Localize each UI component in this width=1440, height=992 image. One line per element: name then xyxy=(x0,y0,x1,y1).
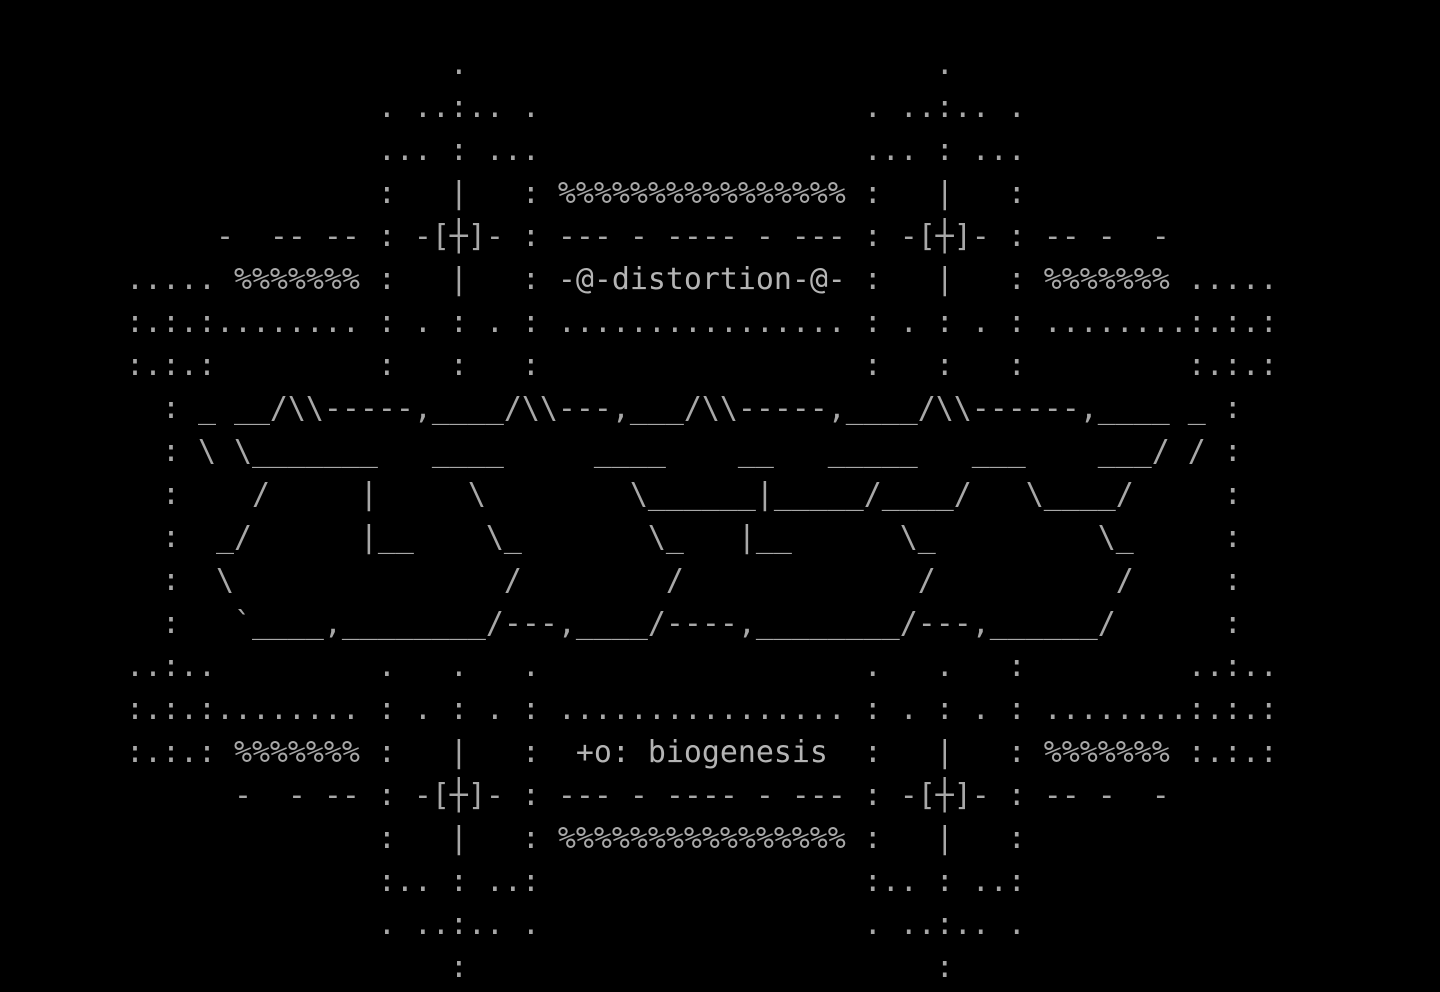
art-row: : _ __/\\-----,____/\\---,___/\\-----,__… xyxy=(0,391,1242,426)
art-row: . ..:.. . . ..:.. . xyxy=(0,90,1026,125)
art-fragment: : | : %%%%%%% ..... xyxy=(845,262,1278,297)
art-row-title: ..... %%%%%%% : | : -@-distortion-@- : |… xyxy=(0,258,1278,301)
art-row: - -- -- : -[┼]- : --- - ---- - --- : -[┼… xyxy=(0,219,1170,254)
art-fragment: ..... %%%%%%% : | : xyxy=(0,262,558,297)
art-row: :.:.:........ : . : . : ................… xyxy=(0,305,1278,340)
art-row xyxy=(0,0,1278,43)
art-row: - - -- : -[┼]- : --- - ---- - --- : -[┼]… xyxy=(0,778,1170,813)
art-row: : `____,________/---,____/----,________/… xyxy=(0,606,1242,641)
art-fragment: : | : %%%%%%% :.:.: xyxy=(827,735,1278,770)
art-row: : | : %%%%%%%%%%%%%%%% : | : xyxy=(0,176,1026,211)
art-row: : \ \_______ ____ ____ __ _____ ___ ___/… xyxy=(0,434,1242,469)
subtitle-text: +o: biogenesis xyxy=(575,735,828,770)
art-row: :.:.:........ : . : . : ................… xyxy=(0,692,1278,727)
art-row: : _/ |__ \_ \_ |__ \_ \_ : xyxy=(0,520,1242,555)
ascii-art-logo: . . . ..:.. . . ..:.. . ... : ... ... : … xyxy=(0,0,1278,985)
art-row: ... : ... ... : ... xyxy=(0,133,1026,168)
art-row: . ..:.. . . ..:.. . xyxy=(0,907,1026,942)
art-row: :.. : ..: :.. : ..: xyxy=(0,864,1026,899)
art-row-subtitle: :.:.: %%%%%%% : | : +o: biogenesis : | :… xyxy=(0,731,1278,774)
art-row: : : xyxy=(0,950,954,985)
title-text: -@-distortion-@- xyxy=(557,262,846,297)
art-row: : \ / / / / : xyxy=(0,563,1242,598)
art-row: : / | \ \______|_____/____/ \____/ : xyxy=(0,477,1242,512)
art-fragment: :.:.: %%%%%%% : | : xyxy=(0,735,576,770)
art-row: . . xyxy=(0,47,954,82)
art-row: ..:.. . . . . . : ..:.. xyxy=(0,649,1278,684)
art-row: : | : %%%%%%%%%%%%%%%% : | : xyxy=(0,821,1026,856)
art-row: :.:.: : : : : : : :.:.: xyxy=(0,348,1278,383)
